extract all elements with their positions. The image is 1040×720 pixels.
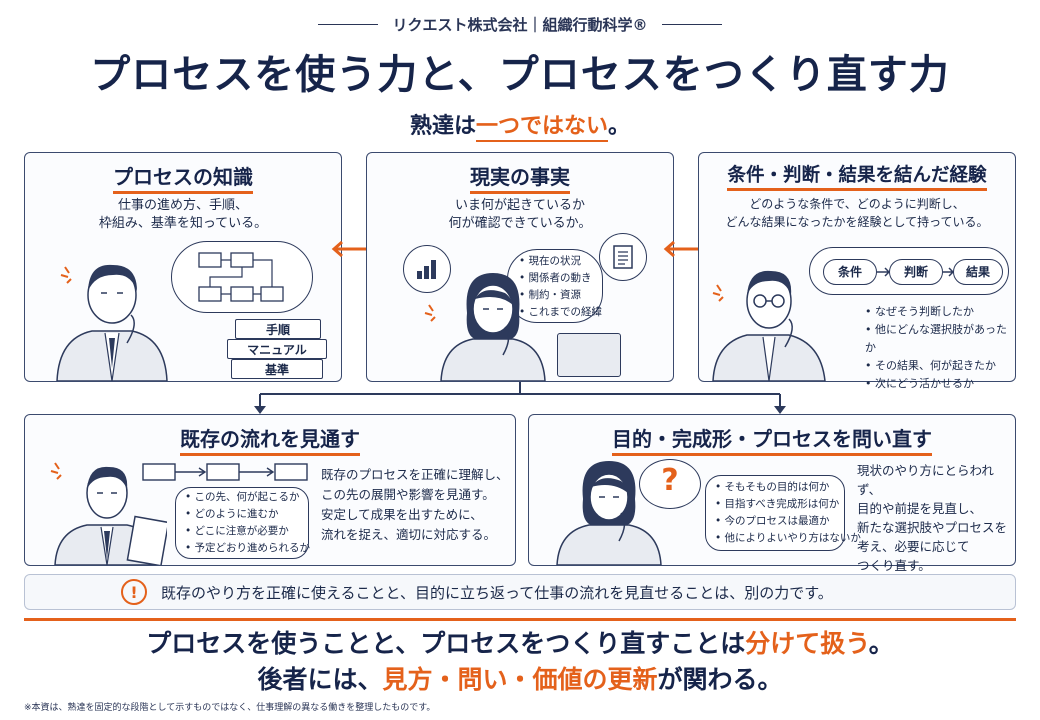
warning-icon: ! (121, 579, 147, 605)
footnote: ※本資は、熟達を固定的な段階として示すものではなく、仕事理解の異なる働きを整理し… (24, 703, 436, 713)
header-rule-left (318, 23, 379, 26)
foresee-bullet: どこに注意が必要か (185, 523, 310, 540)
note-text: 既存のやり方を正確に使えることと、目的に立ち返って仕事の流れを見直せることは、別… (161, 583, 833, 602)
rethink-bullet: 他によりよいやり方はないか (715, 530, 861, 547)
experience-bullet: なぜそう判断したか (865, 303, 1015, 321)
flow-pill-condition: 条件 (823, 259, 877, 285)
rethink-bullet: そもそもの目的は何か (715, 479, 861, 496)
subtitle-highlight: 一つではない (475, 114, 608, 142)
subtitle-post: 。 (608, 114, 631, 139)
book-standard: 基準 (231, 359, 323, 379)
note-bar: ! 既存のやり方を正確に使えることと、目的に立ち返って仕事の流れを見直せることは… (24, 574, 1016, 610)
panel-knowledge-title: プロセスの知識 (25, 161, 341, 194)
flow-arrows-icon (877, 267, 955, 277)
experience-bullet: 他にどんな選択肢があったか (865, 321, 1015, 357)
subtitle-pre: 熟達は (409, 114, 476, 139)
woman-thinking-illustration (440, 273, 546, 381)
rethink-bullet: 今のプロセスは最適か (715, 513, 861, 530)
foresee-bullet: この先、何が起こるか (185, 489, 310, 506)
header-org: リクエスト株式会社｜組織行動科学® (392, 16, 648, 34)
facts-bullet: 関係者の動き (519, 270, 602, 287)
page-subtitle: 熟達は一つではない。 (0, 108, 1040, 142)
panel-foresee-flow: 既存の流れを見通す この先、何が起こるか どのように進むか どこに注意が必要か … (24, 414, 516, 566)
orange-divider (24, 618, 1016, 621)
facts-bullet: 現在の状況 (519, 253, 602, 270)
experience-bullet-list: なぜそう判断したか 他にどんな選択肢があったか その結果、何が起きたか 次にどう… (865, 303, 1015, 393)
foresee-bullet-list: この先、何が起こるか どのように進むか どこに注意が必要か 予定どおり進められる… (185, 489, 311, 557)
man-with-glasses-illustration (712, 270, 826, 381)
panel-real-facts: 現実の事実 いま何が起きているか 何が確認できているか。 現在の状況 関係者の動… (366, 152, 674, 382)
flow-steps-icon (142, 463, 308, 481)
bar-chart-icon (417, 260, 436, 279)
header-rule-right (661, 23, 722, 26)
spark-lines-icon (50, 462, 62, 480)
panel-knowledge-desc: 仕事の進め方、手順、 枠組み、基準を知っている。 (98, 198, 268, 231)
book-procedure: 手順 (235, 319, 321, 339)
facts-bullet: 制約・資源 (519, 287, 602, 304)
man-thinking-illustration (56, 264, 168, 381)
panel-facts-desc: いま何が起きているか 何が確認できているか。 (448, 198, 592, 231)
flow-pill-result: 結果 (953, 259, 1003, 285)
header-org-line: リクエスト株式会社｜組織行動科学® (0, 14, 1040, 35)
spark-lines-icon (60, 266, 72, 284)
rethink-description: 現状のやり方にとらわれず、 目的や前提を見直し、 新たな選択肢やプロセスを 考え… (857, 463, 1008, 573)
panel-experience-title: 条件・判断・結果を結んだ経験 (699, 161, 1015, 191)
book-manual: マニュアル (227, 339, 327, 359)
conclusion-line-1: プロセスを使うことと、プロセスをつくり直すことは分けて扱う。 (146, 629, 894, 658)
panel-facts-title: 現実の事実 (367, 161, 673, 194)
foresee-description: 既存のプロセスを正確に理解し、 この先の展開や影響を見通す。 安定して成果を出す… (321, 467, 509, 542)
panel-rethink: 目的・完成形・プロセスを問い直す ? そもそもの目的は何か 目指すべき完成形は何… (528, 414, 1016, 573)
laptop-illustration (557, 333, 621, 377)
foresee-bullet: 予定どおり進められるか (185, 540, 311, 557)
woman-questioning-illustration (556, 461, 662, 565)
panel-experience-desc: どのような条件で、どのように判断し、 どんな結果になったかを経験として持っている… (725, 197, 989, 229)
rethink-bullet-list: そもそもの目的は何か 目指すべき完成形は何か 今のプロセスは最適か 他によりよい… (715, 479, 861, 547)
flowchart-icon (198, 252, 284, 302)
question-bubble (639, 459, 701, 509)
conclusion-line-2: 後者には、見方・問い・価値の更新が関わる。 (257, 665, 783, 694)
experience-bullet: その結果、何が起きたか (865, 357, 1015, 375)
branch-connector (254, 382, 786, 414)
panel-rethink-title: 目的・完成形・プロセスを問い直す (529, 423, 1015, 456)
spark-lines-icon (424, 304, 436, 322)
panel-experience: 条件・判断・結果を結んだ経験 どのような条件で、どのように判断し、 どんな結果に… (698, 152, 1016, 390)
man-reading-illustration (54, 466, 167, 565)
foresee-bullet: どのように進むか (185, 506, 310, 523)
spark-lines-icon (712, 284, 724, 302)
facts-bullet-list: 現在の状況 関係者の動き 制約・資源 これまでの経緯 (519, 253, 603, 321)
question-mark-icon: ? (661, 463, 679, 498)
flow-pill-judgment: 判断 (889, 259, 943, 285)
document-icon (613, 245, 633, 269)
experience-bullet: 次にどう活かせるか (865, 375, 1015, 393)
rethink-bullet: 目指すべき完成形は何か (715, 496, 861, 513)
panel-process-knowledge: プロセスの知識 仕事の進め方、手順、 枠組み、基準を知っている。 手順 マニュア… (24, 152, 342, 382)
page-title: プロセスを使う力と、プロセスをつくり直す力 (90, 51, 950, 98)
facts-bullet: これまでの経緯 (519, 304, 603, 321)
panel-foresee-title: 既存の流れを見通す (25, 423, 515, 456)
